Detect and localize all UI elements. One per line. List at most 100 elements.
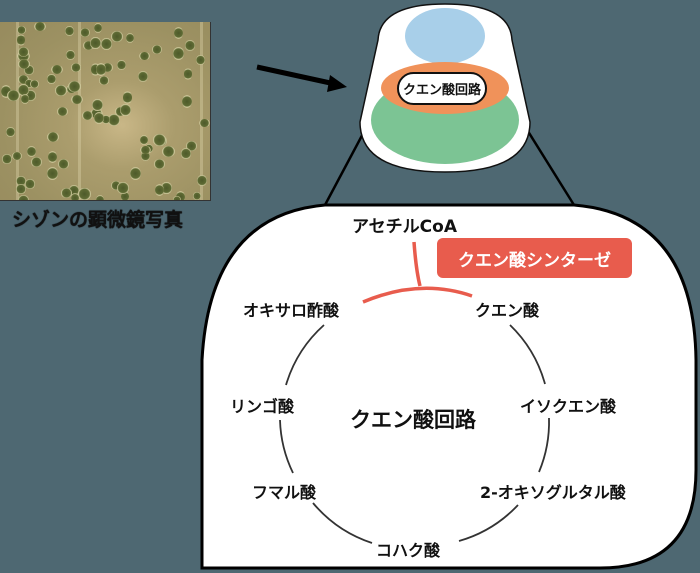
cell-blob (18, 83, 29, 97)
cell-blob (7, 90, 20, 101)
cell-blob (78, 187, 91, 200)
cell-blob (152, 45, 162, 55)
cell-blob (122, 91, 133, 104)
cell-blob (16, 175, 27, 187)
cell-blob (71, 193, 80, 200)
acetyl-coa-link (362, 241, 473, 304)
organelle-label: クエン酸回路 (397, 72, 487, 105)
cell-blob (172, 47, 184, 60)
cell-blob (110, 180, 121, 191)
cell-blob (130, 167, 141, 181)
cell-blob (100, 38, 112, 50)
cell-blob (82, 41, 94, 50)
cycle-title: クエン酸回路 (350, 408, 476, 432)
cell-blob (24, 179, 36, 190)
cell-blob (57, 107, 68, 116)
cell-blob (199, 119, 210, 128)
arrow-icon (256, 64, 347, 92)
cell-blob (69, 184, 80, 197)
cell-blob (6, 127, 15, 137)
cell-blob (94, 112, 104, 125)
cell-blob (108, 114, 121, 126)
cell-blob (120, 104, 131, 117)
cell-blob (140, 151, 150, 161)
cell-blob (70, 94, 83, 104)
cell-blob (102, 63, 114, 72)
cell-blob (153, 158, 166, 169)
cell-blob (161, 182, 172, 194)
cell-blob (95, 195, 104, 200)
cell-blob (116, 181, 130, 194)
acetyl-coa-label: アセチルCoA (352, 217, 457, 237)
cell-blob (47, 131, 59, 143)
metabolite-succinate: コハク酸 (376, 541, 441, 560)
cell-blob (58, 158, 70, 169)
cell-blob (174, 27, 184, 39)
cell-blob (183, 68, 193, 81)
cell-blob (47, 73, 56, 84)
cell-blob (79, 27, 90, 37)
cell-blob (68, 80, 82, 92)
cell-blob (82, 111, 93, 121)
cell-blob (153, 134, 166, 147)
microscope-photo (0, 22, 211, 201)
cell-blob (30, 79, 39, 89)
cell-blob (98, 76, 110, 85)
cell-blob (12, 151, 23, 160)
cell-blob (120, 190, 130, 200)
cell-blob (16, 25, 26, 34)
cell-blob (195, 55, 205, 66)
cell-blob (1, 154, 13, 165)
cell-blob (91, 62, 101, 76)
cell-blob (137, 71, 148, 82)
cell-blob (16, 33, 26, 47)
cell-blob (65, 49, 76, 60)
cell-blob (126, 33, 135, 43)
metabolite-isocitrate: イソクエン酸 (520, 397, 617, 416)
cell-blob (154, 183, 165, 197)
metabolite-citrate: クエン酸 (475, 301, 540, 320)
photo-caption: シゾンの顕微鏡写真 (12, 209, 184, 231)
cell-blob (101, 115, 111, 125)
cell-blob (93, 22, 102, 34)
cell-blob (110, 31, 123, 43)
cell-blob (96, 63, 106, 76)
cycle-arcs (279, 324, 550, 544)
cell-blob (138, 51, 151, 61)
cell-blob (64, 25, 74, 37)
cell-blob (181, 94, 192, 108)
cell-blob (192, 191, 202, 200)
cell-blob (17, 46, 29, 57)
cell-blob (175, 191, 186, 200)
upper-organelle (405, 8, 485, 64)
cell-blob (139, 135, 148, 146)
cycle-callout (200, 203, 698, 570)
metabolite-fumarate: フマル酸 (252, 483, 317, 502)
cell-blob (54, 84, 67, 97)
cell-blob (18, 75, 30, 84)
cell-blob (1, 84, 11, 98)
cell-blob (25, 78, 34, 89)
cell-blob (180, 148, 192, 159)
cell-blob (27, 146, 37, 157)
enzyme-box: クエン酸シンターゼ (437, 238, 632, 278)
cell-blob (20, 94, 30, 104)
cell-blob (33, 22, 46, 31)
cell-blob (47, 151, 57, 163)
cell-blob (50, 64, 64, 75)
cell-blob (23, 64, 35, 76)
cell-blob (92, 98, 103, 112)
cell-blob (139, 145, 151, 155)
cell-blob (16, 184, 27, 194)
cell-blob (17, 58, 30, 69)
cell-blob (116, 59, 126, 71)
cell-blob (61, 188, 73, 198)
cell-blob (90, 37, 101, 50)
metabolite-malate: リンゴ酸 (230, 397, 295, 416)
cell-blob (184, 40, 195, 52)
cell-blob (18, 195, 30, 200)
metabolite-oxaloacetate: オキサロ酢酸 (243, 301, 340, 320)
cell-blob (70, 62, 82, 72)
cell-blob (172, 196, 182, 200)
